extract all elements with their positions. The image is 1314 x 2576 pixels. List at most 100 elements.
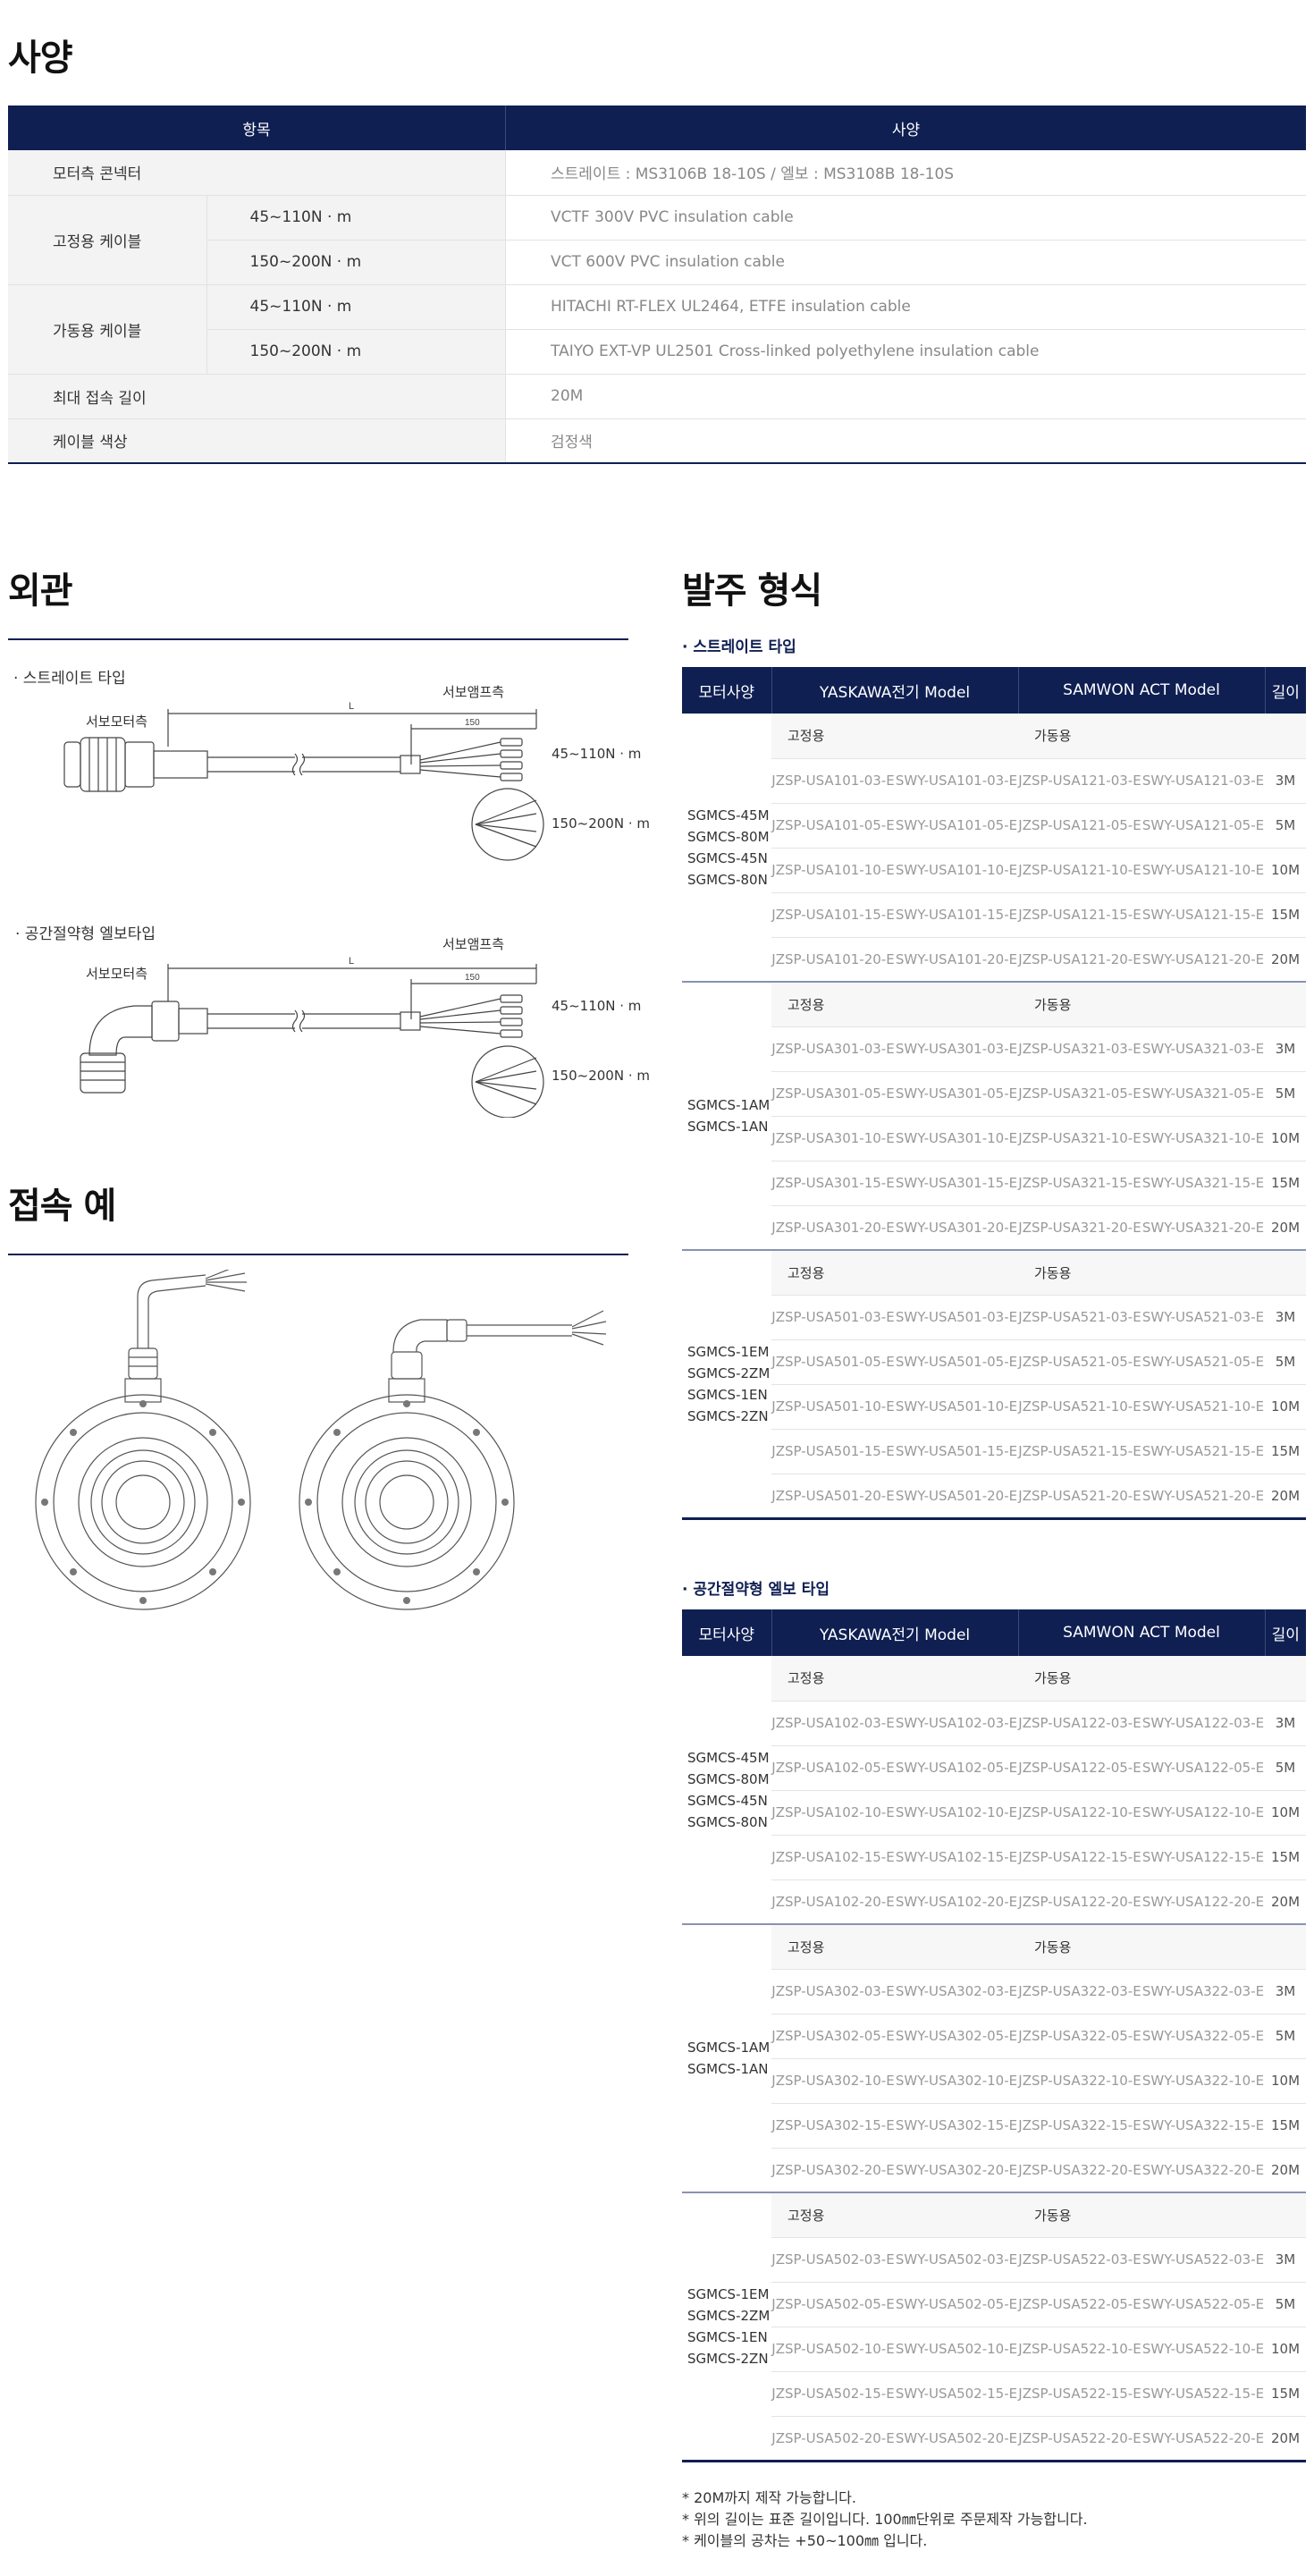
length-cell: 10M xyxy=(1265,848,1306,893)
model-cell: SWY-USA301-15-E xyxy=(895,1161,1018,1206)
model-cell: SWY-USA501-03-E xyxy=(895,1295,1018,1340)
straight-type-label: · 스트레이트 타입 xyxy=(13,670,126,688)
model-cell: SWY-USA501-05-E xyxy=(895,1339,1018,1385)
length-cell: 5M xyxy=(1265,2014,1306,2059)
kind-movable: 가동용 xyxy=(1018,982,1306,1027)
spec-category: 고정용 케이블 xyxy=(8,195,206,285)
motor-model: SGMCS-1EN xyxy=(687,1386,768,1403)
note-item: * 20M까지 제작 가능합니다. xyxy=(682,2489,856,2506)
spec-row: 고정용 케이블 45~110N · m VCTF 300V PVC insula… xyxy=(8,195,1306,285)
model-cell: JZSP-USA302-20-E xyxy=(771,2148,895,2193)
elbow-motor-side: 서보모터측 xyxy=(86,966,148,982)
model-cell: JZSP-USA521-10-E xyxy=(1018,1384,1141,1430)
model-cell: JZSP-USA522-20-E xyxy=(1018,2416,1141,2462)
model-cell: SWY-USA322-20-E xyxy=(1141,2148,1265,2193)
length-cell: 10M xyxy=(1265,1116,1306,1161)
model-cell: SWY-USA101-20-E xyxy=(895,937,1018,983)
model-cell: JZSP-USA522-03-E xyxy=(1018,2237,1141,2283)
model-cell: SWY-USA122-10-E xyxy=(1141,1790,1265,1836)
model-cell: JZSP-USA522-15-E xyxy=(1018,2371,1141,2417)
straight-motor-side: 서보모터측 xyxy=(86,714,148,730)
model-cell: SWY-USA322-03-E xyxy=(1141,1969,1265,2014)
model-cell: SWY-USA502-15-E xyxy=(895,2371,1018,2417)
straight-dim-l: L xyxy=(349,701,354,712)
kind-movable: 가동용 xyxy=(1018,2192,1306,2238)
model-cell: SWY-USA502-10-E xyxy=(895,2327,1018,2372)
motor-model: SGMCS-80M xyxy=(687,1770,770,1787)
spec-header-spec: 사양 xyxy=(891,121,921,139)
model-cell: JZSP-USA501-05-E xyxy=(771,1339,895,1385)
order-notes: * 20M까지 제작 가능합니다. * 위의 길이는 표준 길이입니다. 100… xyxy=(682,2487,1088,2552)
model-cell: JZSP-USA321-10-E xyxy=(1018,1116,1141,1161)
model-cell: JZSP-USA121-05-E xyxy=(1018,803,1141,849)
model-cell: JZSP-USA501-15-E xyxy=(771,1429,895,1474)
model-cell: JZSP-USA321-05-E xyxy=(1018,1071,1141,1117)
model-cell: SWY-USA501-10-E xyxy=(895,1384,1018,1430)
elbow-cable-drawing: L 150 xyxy=(80,956,544,1118)
spec-row: 150~200N · m VCT 600V PVC insulation cab… xyxy=(8,240,1306,285)
model-cell: JZSP-USA322-05-E xyxy=(1018,2014,1141,2059)
model-cell: JZSP-USA521-20-E xyxy=(1018,1474,1141,1520)
motor-model: SGMCS-1AM xyxy=(687,2040,771,2056)
length-cell: 20M xyxy=(1265,1474,1306,1520)
model-cell: SWY-USA121-03-E xyxy=(1141,758,1265,804)
length-cell: 15M xyxy=(1265,1429,1306,1474)
length-cell: 10M xyxy=(1265,1384,1306,1430)
kind-fixed: 고정용 xyxy=(771,982,1018,1027)
model-cell: JZSP-USA122-05-E xyxy=(1018,1745,1141,1791)
model-cell: SWY-USA522-15-E xyxy=(1141,2371,1265,2417)
motor-model: SGMCS-1AM xyxy=(687,1097,771,1113)
model-cell: JZSP-USA322-20-E xyxy=(1018,2148,1141,2193)
model-cell: SWY-USA302-20-E xyxy=(895,2148,1018,2193)
model-cell: SWY-USA321-03-E xyxy=(1141,1026,1265,1072)
straight-dim-150: 150 xyxy=(465,718,480,728)
model-cell: SWY-USA122-03-E xyxy=(1141,1701,1265,1746)
order-header-motor: 모터사양 xyxy=(682,1609,772,1656)
spec-table: 항목 사양 모터측 콘넥터 스트레이트 : MS3106B 18-10S / 엘… xyxy=(8,106,1306,464)
model-cell: JZSP-USA522-10-E xyxy=(1018,2327,1141,2372)
model-cell: JZSP-USA302-10-E xyxy=(771,2058,895,2104)
model-cell: SWY-USA521-10-E xyxy=(1141,1384,1265,1430)
model-cell: SWY-USA522-20-E xyxy=(1141,2416,1265,2462)
kind-fixed: 고정용 xyxy=(771,1924,1018,1970)
length-cell: 3M xyxy=(1265,758,1306,804)
spec-torque: 45~110N · m xyxy=(206,195,506,241)
model-cell: JZSP-USA321-15-E xyxy=(1018,1161,1141,1206)
model-cell: SWY-USA102-03-E xyxy=(895,1701,1018,1746)
length-cell: 10M xyxy=(1265,1790,1306,1836)
model-cell: SWY-USA101-10-E xyxy=(895,848,1018,893)
model-cell: JZSP-USA302-05-E xyxy=(771,2014,895,2059)
model-cell: JZSP-USA301-15-E xyxy=(771,1161,895,1206)
kind-movable: 가동용 xyxy=(1018,1656,1306,1702)
length-cell: 20M xyxy=(1265,937,1306,983)
model-cell: SWY-USA502-20-E xyxy=(895,2416,1018,2462)
order-title: 발주 형식 xyxy=(682,570,822,612)
model-cell: SWY-USA121-05-E xyxy=(1141,803,1265,849)
model-cell: JZSP-USA122-10-E xyxy=(1018,1790,1141,1836)
model-cell: JZSP-USA102-03-E xyxy=(771,1701,895,1746)
straight-torque-small: 45~110N · m xyxy=(552,746,642,762)
model-cell: JZSP-USA502-10-E xyxy=(771,2327,895,2372)
model-cell: JZSP-USA101-03-E xyxy=(771,758,895,804)
model-cell: SWY-USA502-05-E xyxy=(895,2282,1018,2327)
length-cell: 3M xyxy=(1265,2237,1306,2283)
model-cell: SWY-USA121-15-E xyxy=(1141,892,1265,938)
model-cell: JZSP-USA122-20-E xyxy=(1018,1879,1141,1925)
motor-model: SGMCS-80N xyxy=(687,1813,768,1830)
motor-model: SGMCS-2ZM xyxy=(687,2307,771,2324)
